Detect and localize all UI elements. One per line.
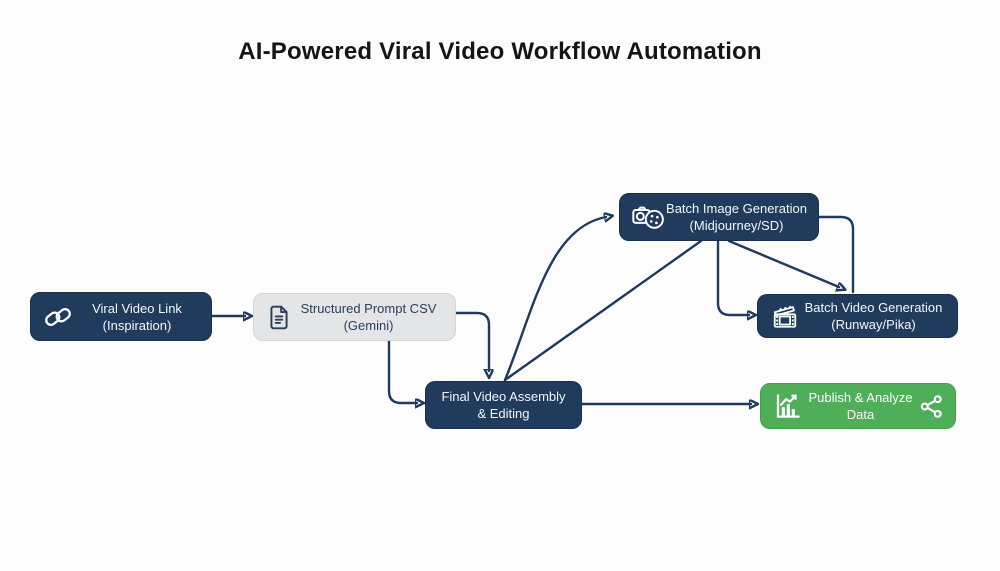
node-publish-analyze-data: Publish & Analyze Data: [760, 383, 956, 429]
camera-palette-icon: [632, 203, 665, 231]
node-label-line1: Final Video Assembly: [441, 389, 566, 404]
node-label-line1: Batch Video Generation: [804, 300, 943, 315]
edge-imagegen-to-videogen-right: [816, 215, 855, 294]
node-batch-image-generation: Batch Image Generation (Midjourney/SD): [619, 193, 819, 241]
edge-assembly-to-imagegen: [503, 217, 606, 382]
node-label-line2: & Editing: [477, 406, 530, 421]
node-label-line2: (Gemini): [343, 318, 394, 333]
node-label: Batch Image Generation (Midjourney/SD): [665, 200, 808, 234]
edge-csv-to-assembly-left: [387, 339, 417, 403]
node-label-line2: (Runway/Pika): [831, 317, 916, 332]
node-label-line1: Publish & Analyze: [808, 390, 913, 405]
node-viral-video-link: Viral Video Link (Inspiration): [30, 292, 212, 341]
share-icon: [918, 393, 945, 420]
node-batch-video-generation: Batch Video Generation (Runway/Pika): [757, 294, 958, 338]
edge-imagegen-to-videogen-diagonal: [727, 239, 839, 287]
chain-link-icon: [43, 303, 73, 331]
node-label-line1: Viral Video Link: [92, 300, 182, 316]
node-final-video-assembly: Final Video Assembly & Editing: [425, 381, 582, 429]
page-title: AI-Powered Viral Video Workflow Automati…: [238, 38, 762, 65]
edge-assembly-imagegen-diagonal: [503, 239, 703, 382]
node-label: Viral Video Link (Inspiration): [73, 300, 201, 334]
node-label: Publish & Analyze Data: [803, 389, 918, 423]
document-icon: [266, 304, 292, 331]
node-label-line2: (Inspiration): [102, 317, 172, 333]
node-label-line2: Data: [846, 407, 875, 422]
node-structured-prompt-csv: Structured Prompt CSV (Gemini): [253, 293, 456, 341]
edge-csv-to-assembly-top: [454, 311, 489, 371]
node-label: Structured Prompt CSV (Gemini): [292, 300, 445, 334]
node-label: Final Video Assembly & Editing: [434, 388, 573, 422]
film-clapperboard-icon: [770, 302, 800, 331]
node-label: Batch Video Generation (Runway/Pika): [800, 299, 947, 333]
node-label-line1: Structured Prompt CSV: [300, 301, 437, 316]
edge-imagegen-to-videogen-left: [716, 239, 749, 315]
bar-chart-icon: [773, 391, 803, 421]
node-label-line1: Batch Image Generation: [666, 201, 807, 216]
node-label-line2: (Midjourney/SD): [689, 218, 784, 233]
